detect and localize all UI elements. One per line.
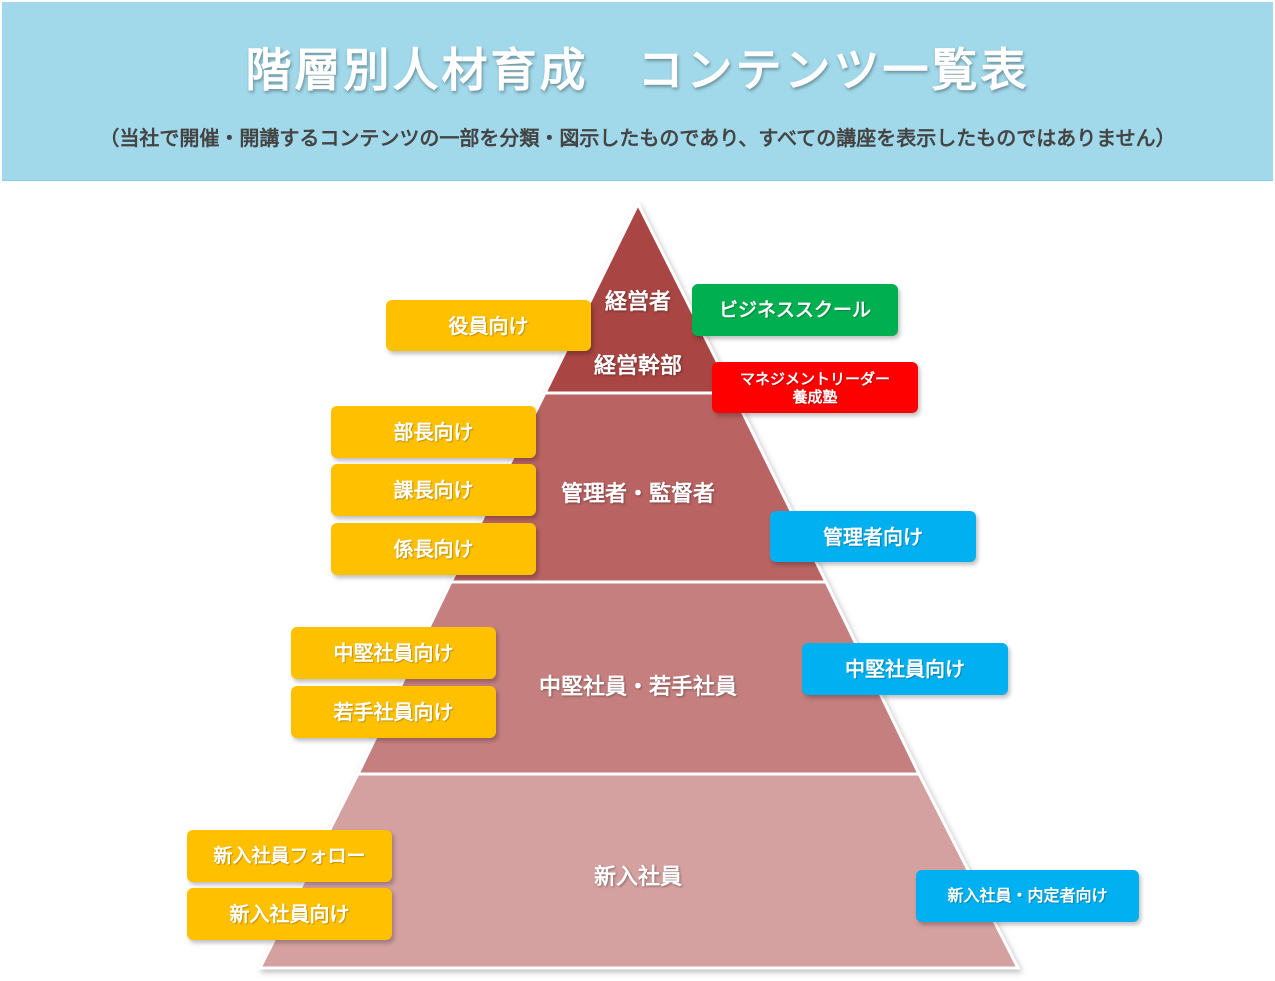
- tier-label-managers: 管理者・監督者: [560, 482, 715, 507]
- tag-management-leader-school[interactable]: マネジメントリーダー 養成塾: [712, 362, 918, 413]
- tag-subsection-chiefs[interactable]: 係長向け: [331, 523, 536, 575]
- page-title: 階層別人材育成 コンテンツ一覧表: [245, 43, 1030, 97]
- tier-label-new-employees: 新入社員: [593, 865, 682, 890]
- tier-label-senior-management: 経営幹部: [593, 354, 682, 379]
- tag-young-employees[interactable]: 若手社員向け: [291, 686, 496, 738]
- tag-managers[interactable]: 管理者向け: [770, 511, 976, 562]
- tag-section-chiefs[interactable]: 課長向け: [331, 464, 536, 516]
- tier-label-executive: 経営者: [604, 290, 671, 315]
- tag-new-and-prospective-employees[interactable]: 新入社員・内定者向け: [916, 870, 1139, 922]
- tag-mid-level-left[interactable]: 中堅社員向け: [291, 627, 496, 679]
- tag-executives[interactable]: 役員向け: [386, 300, 591, 351]
- tag-new-employee-follow[interactable]: 新入社員フォロー: [187, 830, 392, 882]
- tag-new-employees[interactable]: 新入社員向け: [187, 888, 392, 940]
- tag-department-heads[interactable]: 部長向け: [331, 406, 536, 458]
- header-banner: 階層別人材育成 コンテンツ一覧表 （当社で開催・開講するコンテンツの一部を分類・…: [2, 2, 1273, 181]
- tag-business-school[interactable]: ビジネススクール: [692, 284, 898, 336]
- tier-label-mid-young: 中堅社員・若手社員: [538, 675, 737, 700]
- page-subtitle: （当社で開催・開講するコンテンツの一部を分類・図示したものであり、すべての講座を…: [99, 126, 1176, 150]
- tag-mid-level-right[interactable]: 中堅社員向け: [802, 643, 1008, 695]
